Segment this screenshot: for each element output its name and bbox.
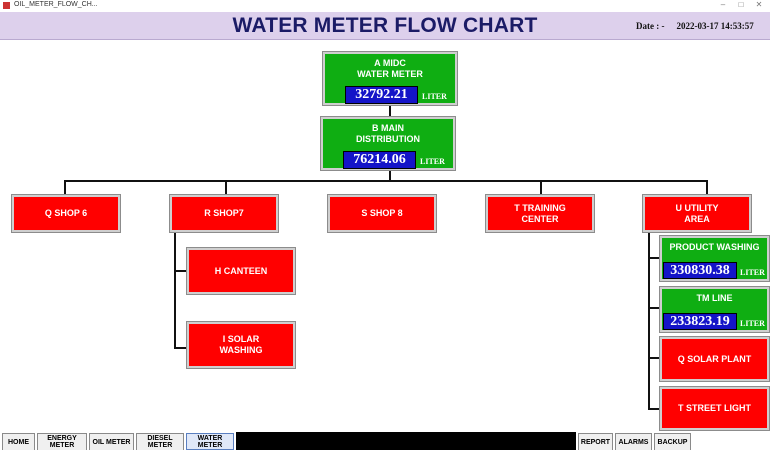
- connector-line: [540, 180, 542, 195]
- nav-alarms-button[interactable]: ALARMS: [615, 433, 652, 450]
- node-t-street-light[interactable]: T STREET LIGHT: [659, 386, 770, 431]
- connector-line: [706, 180, 708, 195]
- meter-tm-line-unit: LITER: [740, 319, 765, 328]
- meter-a-midc[interactable]: A MIDC WATER METER 32792.21 LITER: [322, 51, 458, 106]
- meter-b-main[interactable]: B MAIN DISTRIBUTION 76214.06 LITER: [320, 116, 456, 171]
- connector-line: [648, 232, 650, 410]
- node-s-shop-8-label: S SHOP 8: [361, 208, 403, 218]
- meter-a-midc-unit: LITER: [422, 92, 447, 101]
- node-h-canteen[interactable]: H CANTEEN: [186, 247, 296, 295]
- node-q-shop-6[interactable]: Q SHOP 6: [11, 194, 121, 233]
- node-t-training-center[interactable]: T TRAINING CENTER: [485, 194, 595, 233]
- datetime-readout: Date : - 2022-03-17 14:53:57: [636, 21, 754, 31]
- nav-water-label-2: METER: [197, 441, 223, 449]
- meter-product-washing[interactable]: PRODUCT WASHING 330830.38 LITER: [659, 235, 770, 282]
- node-s-shop-8[interactable]: S SHOP 8: [327, 194, 437, 233]
- window-titlebar: OIL_METER_FLOW_CH... – □ ✕: [0, 0, 770, 11]
- date-label: Date : -: [636, 21, 665, 31]
- page-title: WATER METER FLOW CHART: [232, 14, 538, 37]
- meter-product-washing-unit: LITER: [740, 268, 765, 277]
- node-t-training-label-2: CENTER: [521, 213, 559, 224]
- connector-line: [174, 270, 187, 272]
- connector-line: [225, 180, 227, 195]
- connector-line: [648, 257, 660, 259]
- node-i-solar-washing[interactable]: I SOLAR WASHING: [186, 321, 296, 369]
- connector-line: [389, 105, 391, 117]
- connector-line: [174, 347, 187, 349]
- node-r-shop7-label: R SHOP7: [204, 208, 244, 218]
- meter-a-midc-label-1: A MIDC: [374, 58, 406, 68]
- connector-line: [648, 307, 660, 309]
- meter-a-midc-label-2: WATER METER: [357, 69, 423, 79]
- nav-report-label: REPORT: [580, 438, 611, 446]
- nav-report-button[interactable]: REPORT: [578, 433, 613, 450]
- connector-line: [174, 232, 176, 349]
- node-u-utility-label-2: AREA: [684, 213, 710, 224]
- app-icon: [3, 2, 10, 9]
- node-q-solar-plant[interactable]: Q SOLAR PLANT: [659, 336, 770, 382]
- connector-line: [64, 180, 66, 195]
- date-value: 2022-03-17 14:53:57: [676, 21, 754, 31]
- meter-b-main-label-1: B MAIN: [372, 123, 404, 133]
- connector-line: [648, 357, 660, 359]
- nav-diesel-label-2: METER: [147, 442, 173, 449]
- nav-backup-button[interactable]: BACKUP: [654, 433, 691, 450]
- meter-tm-line-label: TM LINE: [696, 293, 733, 303]
- nav-energy-label-2: METER: [49, 442, 75, 449]
- node-i-solar-label-1: I SOLAR: [222, 334, 260, 344]
- nav-water-label-1: WATER: [197, 434, 223, 442]
- nav-energy-meter-button[interactable]: ENERGY METER: [37, 433, 87, 450]
- node-t-training-label-1: T TRAINING: [514, 202, 566, 213]
- nav-water-meter-button[interactable]: WATER METER: [186, 433, 234, 450]
- meter-tm-line[interactable]: TM LINE 233823.19 LITER: [659, 286, 770, 333]
- node-u-utility-area[interactable]: U UTILITY AREA: [642, 194, 752, 233]
- node-r-shop7[interactable]: R SHOP7: [169, 194, 279, 233]
- minimize-icon[interactable]: –: [720, 0, 726, 9]
- nav-diesel-label-1: DIESEL: [147, 435, 173, 442]
- close-icon[interactable]: ✕: [755, 0, 763, 9]
- nav-home-button[interactable]: HOME: [2, 433, 35, 450]
- nav-diesel-meter-button[interactable]: DIESEL METER: [136, 433, 184, 450]
- distribution-bus-line: [64, 180, 707, 182]
- node-t-street-light-label: T STREET LIGHT: [678, 403, 751, 413]
- node-i-solar-label-2: WASHING: [219, 345, 263, 355]
- meter-b-main-unit: LITER: [420, 157, 445, 166]
- meter-product-washing-label: PRODUCT WASHING: [669, 242, 760, 252]
- window-title: OIL_METER_FLOW_CH...: [14, 1, 98, 8]
- node-u-utility-label-1: U UTILITY: [675, 202, 719, 213]
- meter-b-main-value: 76214.06: [343, 151, 416, 169]
- nav-alarms-label: ALARMS: [618, 438, 649, 446]
- connector-line: [389, 170, 391, 181]
- node-q-solar-plant-label: Q SOLAR PLANT: [677, 353, 752, 364]
- node-h-canteen-label: H CANTEEN: [214, 265, 268, 276]
- nav-home-label: HOME: [8, 438, 29, 446]
- page-header: WATER METER FLOW CHART Date : - 2022-03-1…: [0, 12, 770, 40]
- nav-backup-label: BACKUP: [657, 438, 688, 446]
- node-q-shop-6-label: Q SHOP 6: [44, 208, 88, 218]
- maximize-icon[interactable]: □: [738, 0, 744, 9]
- bottom-status-strip: [236, 432, 576, 450]
- nav-energy-label-1: ENERGY: [47, 435, 77, 442]
- meter-product-washing-value: 330830.38: [663, 262, 737, 279]
- connector-line: [648, 408, 660, 410]
- meter-tm-line-value: 233823.19: [663, 313, 737, 330]
- nav-oil-meter-button[interactable]: OIL METER: [89, 433, 134, 450]
- meter-a-midc-value: 32792.21: [345, 86, 418, 104]
- meter-b-main-label-2: DISTRIBUTION: [356, 134, 420, 144]
- nav-oil-label: OIL METER: [92, 438, 131, 446]
